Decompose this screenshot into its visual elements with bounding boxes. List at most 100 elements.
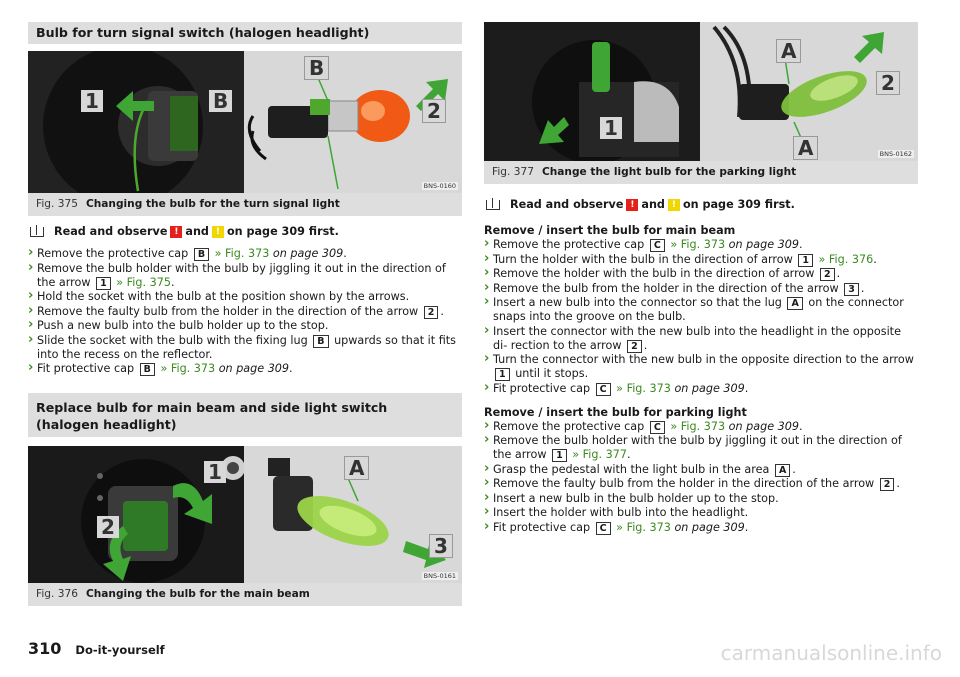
figure-number: Fig. 377 [492, 166, 534, 178]
figure-code: BNS-0162 [877, 150, 914, 158]
figure-link[interactable]: » Fig. 375 [116, 275, 171, 289]
key-b: B [313, 334, 329, 348]
step-text: . [896, 477, 900, 490]
figure-label-a: A [344, 456, 370, 480]
step-text: . [343, 247, 347, 260]
section-heading: Bulb for turn signal switch (halogen hea… [28, 22, 462, 44]
step-text: Turn the connector with the new bulb in … [493, 353, 914, 366]
step-text: Remove the bulb holder with the bulb by … [493, 434, 902, 461]
step-text: . [626, 448, 631, 461]
step-text: . [836, 267, 841, 280]
step-text: . [170, 275, 175, 289]
key-1: 1 [798, 253, 813, 267]
key-2: 2 [627, 339, 642, 353]
safety-note: Read and observe ! and ! on page 309 fir… [30, 225, 462, 239]
page-footer: 310 Do-it-yourself [28, 641, 165, 658]
figure-link[interactable]: » Fig. 373 [214, 247, 270, 260]
note-text-post: on page 309 first. [226, 225, 339, 238]
step-item: Grasp the pedestal with the light bulb i… [484, 462, 918, 477]
step-text: Remove the holder with the bulb in the d… [493, 267, 815, 280]
note-and: and [185, 225, 209, 238]
step-item: Remove the protective cap C » Fig. 373 o… [484, 419, 918, 434]
arrow-2-shape [103, 526, 131, 581]
figure-label-2: 2 [422, 99, 446, 123]
warning-icon: ! [170, 226, 183, 238]
watermark: carmanualsonline.info [720, 641, 942, 665]
step-text: Insert a new bulb in the bulb holder up … [493, 491, 779, 505]
main-beam-illustration [28, 446, 462, 583]
step-item: Push a new bulb into the bulb holder up … [28, 318, 462, 333]
step-item: Remove the bulb holder with the bulb by … [28, 261, 462, 290]
step-item: Hold the socket with the bulb at the pos… [28, 289, 462, 304]
step-text: . [798, 419, 803, 433]
step-text: Turn the holder with the bulb in the dir… [493, 252, 793, 266]
figure-label-b: B [304, 56, 330, 80]
step-text: on page 309 [272, 247, 344, 260]
step-item: Remove the protective cap B » Fig. 373 o… [28, 246, 462, 261]
note-text-post: on page 309 first. [682, 198, 795, 211]
step-text: on the connector snaps into the groove o… [493, 296, 904, 323]
step-text: . [440, 304, 444, 318]
caution-icon: ! [211, 226, 224, 238]
step-text: Hold the socket with the bulb at the pos… [37, 290, 410, 303]
step-text: on page 309 [674, 381, 745, 395]
figure-link[interactable]: » Fig. 373 [160, 362, 216, 375]
key-c: C [595, 382, 611, 396]
step-text: . [289, 362, 293, 375]
chapter-title: Do-it-yourself [75, 643, 165, 657]
figure-375: 1 B B 2 BNS-0160 [28, 51, 462, 193]
figure-label-b: B [209, 90, 233, 112]
figure-number: Fig. 375 [36, 198, 78, 210]
step-text: . [792, 462, 796, 476]
step-item: Remove the bulb from the holder in the d… [484, 281, 918, 296]
step-item: Insert a new bulb in the bulb holder up … [484, 491, 918, 506]
arrow-1-shape [539, 117, 569, 144]
step-text: Grasp the pedestal with the light bulb i… [493, 462, 770, 476]
note-text-pre: Read and observe [510, 198, 624, 211]
step-item: Turn the holder with the bulb in the dir… [484, 252, 918, 267]
step-text: Push a new bulb into the bulb holder up … [37, 319, 329, 332]
figure-link[interactable]: » Fig. 373 [616, 520, 671, 534]
steps-parking-light: Remove the protective cap C » Fig. 373 o… [484, 419, 918, 535]
step-text: upwards so that it fits into the recess … [37, 333, 456, 361]
parking-light-illustration [484, 22, 918, 161]
figure-code: BNS-0161 [421, 572, 458, 580]
step-text: until it stops. [515, 367, 589, 380]
step-item: Remove the faulty bulb from the holder i… [484, 476, 918, 491]
figure-label-1: 1 [81, 90, 103, 112]
step-text: Fit protective cap [493, 520, 591, 534]
figure-link[interactable]: » Fig. 373 [616, 381, 671, 395]
step-item: Fit protective cap C » Fig. 373 on page … [484, 520, 918, 535]
figure-link[interactable]: » Fig. 373 [670, 238, 726, 251]
key-2: 2 [819, 268, 835, 281]
figure-link[interactable]: » Fig. 373 [670, 419, 726, 433]
step-text: Remove the bulb from the holder in the d… [493, 281, 839, 295]
figure-link[interactable]: » Fig. 376 [818, 252, 874, 266]
note-text-pre: Read and observe [54, 225, 168, 238]
step-text: Insert the holder with bulb into the hea… [493, 506, 749, 519]
caution-icon: ! [667, 199, 680, 211]
book-icon [30, 225, 44, 237]
key-3: 3 [844, 282, 859, 296]
key-b: B [139, 363, 155, 376]
step-text: Remove the protective cap [37, 247, 189, 260]
figure-label-2: 2 [876, 71, 900, 95]
step-text: . [873, 252, 877, 266]
figure-link[interactable]: » Fig. 377 [572, 448, 627, 461]
step-text: Remove the protective cap [493, 238, 645, 251]
figure-376: 1 2 A 3 BNS-0161 [28, 446, 462, 583]
step-text: on page 309 [728, 238, 799, 251]
key-a: A [774, 463, 791, 477]
step-text: Remove the faulty bulb from the holder i… [493, 477, 875, 490]
key-1: 1 [495, 368, 510, 381]
steps-turn-signal: Remove the protective cap B » Fig. 373 o… [28, 246, 462, 376]
step-item: Insert the holder with bulb into the hea… [484, 505, 918, 520]
subheading-parking-light: Remove / insert the bulb for parking lig… [484, 405, 747, 419]
figure-number: Fig. 376 [36, 588, 78, 600]
key-b: B [193, 248, 210, 261]
step-text: Remove the faulty bulb from the holder i… [37, 304, 419, 318]
step-text: Insert a new bulb into the connector so … [493, 296, 782, 309]
step-text: . [643, 338, 648, 352]
arrow-1-shape [116, 91, 154, 121]
